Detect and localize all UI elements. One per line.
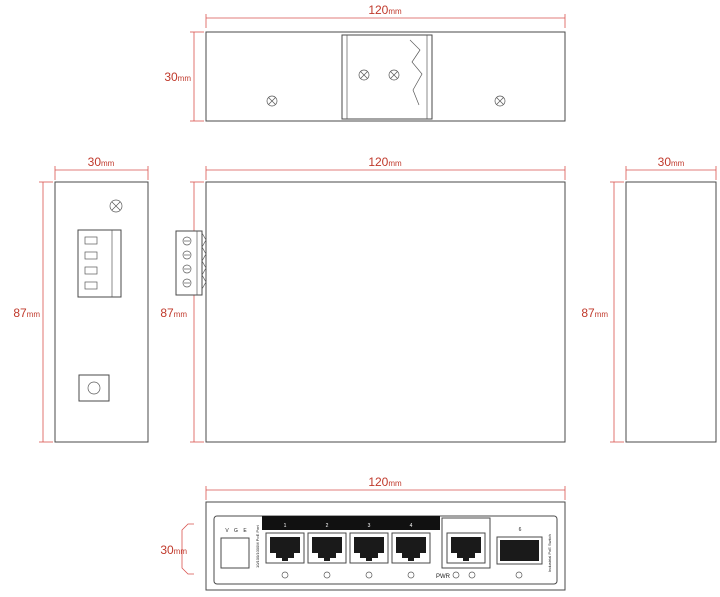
screw-icon xyxy=(388,69,400,81)
terminal-block xyxy=(77,229,122,298)
led-indicator xyxy=(407,571,415,579)
front-view: 120mm 87mm xyxy=(160,155,566,443)
front-width-label: 120mm xyxy=(368,155,402,169)
pwr-label: PWR xyxy=(436,574,451,580)
panel-width-label: 120mm xyxy=(368,475,402,489)
screw-icon xyxy=(494,95,506,107)
right-height-label: 87mm xyxy=(581,306,608,320)
side-terminal-connector xyxy=(175,230,207,296)
led-indicator xyxy=(281,571,289,579)
top-depth-label: 30mm xyxy=(164,70,191,84)
rj45-port xyxy=(265,532,305,564)
port-number-3: 3 xyxy=(368,523,371,529)
right-side-view: 30mm 87mm xyxy=(581,155,717,443)
power-pins: V G E xyxy=(225,528,247,534)
panel-depth-dimension-line xyxy=(181,523,194,575)
left-side-view: 30mm 87mm xyxy=(13,155,149,443)
svg-text:V: V xyxy=(225,528,229,534)
led-indicator xyxy=(515,571,523,579)
sfp-port xyxy=(496,536,543,565)
power-connector xyxy=(220,537,250,569)
port-number-1: 1 xyxy=(284,523,287,529)
reset-button xyxy=(78,374,110,402)
screw-icon xyxy=(266,95,278,107)
top-width-label: 120mm xyxy=(368,3,402,17)
left-height-label: 87mm xyxy=(13,306,40,320)
port-number-4: 4 xyxy=(410,523,413,529)
din-rail-clip xyxy=(341,34,433,120)
pwr-led-indicator xyxy=(452,571,460,579)
front-view-body xyxy=(205,181,566,443)
led-indicator xyxy=(365,571,373,579)
svg-text:E: E xyxy=(243,528,247,534)
rj45-port xyxy=(391,532,431,564)
rj45-port xyxy=(307,532,347,564)
product-label: Industrial PoE Switch xyxy=(547,534,552,572)
rj45-port xyxy=(446,532,486,564)
port-number-2: 2 xyxy=(326,523,329,529)
right-side-body xyxy=(625,181,717,443)
screw-icon xyxy=(358,69,370,81)
poe-port-label: 10/100/1000M PoE Port xyxy=(255,524,260,568)
panel-depth-label: 30mm xyxy=(160,543,187,557)
rj45-port xyxy=(349,532,389,564)
led-indicator xyxy=(323,571,331,579)
port-panel-view: 120mm 30mm V G E 10/100/1000M PoE Port 1… xyxy=(160,475,566,591)
right-width-label: 30mm xyxy=(658,155,685,169)
port-number-6: 6 xyxy=(519,527,522,533)
front-height-label: 87mm xyxy=(160,306,187,320)
screw-icon xyxy=(109,199,123,213)
led-indicator xyxy=(468,571,476,579)
left-side-body xyxy=(54,181,149,443)
svg-text:G: G xyxy=(234,528,238,534)
poe-port-bar xyxy=(262,516,440,530)
top-view: 120mm 30mm xyxy=(164,3,566,122)
left-width-label: 30mm xyxy=(88,155,115,169)
